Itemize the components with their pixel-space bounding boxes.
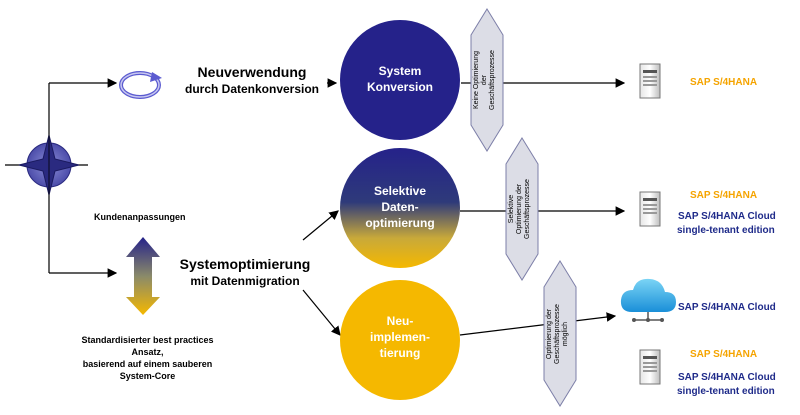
hex-optimierung-moeglich-text: Optimierung der Geschäftsprozesse möglic… xyxy=(546,279,574,389)
label-neuverwendung: Neuverwendung xyxy=(197,64,307,80)
standard-text-block: Standardisierter best practices Ansatz, … xyxy=(55,334,240,382)
label-systemoptimierung: Systemoptimierung xyxy=(179,256,311,272)
server-icon xyxy=(639,349,661,385)
label-mit-datenmigration: mit Datenmigration xyxy=(190,274,300,288)
cloud-icon xyxy=(620,278,676,322)
circle-selektive-datenoptimierung xyxy=(340,148,460,268)
hex-text-line: Geschäftsprozesse xyxy=(554,304,561,364)
compass-star-icon xyxy=(18,134,80,196)
circle-label-line: Neu- xyxy=(386,314,414,328)
circle-system-konversion-label: System Konversion xyxy=(350,63,450,95)
hex-keine-optimierung xyxy=(470,8,504,152)
target-sap-cloud-4: SAP S/4HANA Cloud xyxy=(678,372,776,383)
standard-text-line: basierend auf einem sauberen xyxy=(82,359,213,369)
target-sap-s4hana-2: SAP S/4HANA xyxy=(690,190,758,201)
hex-keine-optimierung-text: Keine Optimierung der Geschäftsprozesse xyxy=(473,25,501,135)
circle-label-line: System xyxy=(378,64,422,78)
label-durch-datenkonversion: durch Datenkonversion xyxy=(184,82,320,96)
target-sap-cloud-2: SAP S/4HANA Cloud xyxy=(678,211,776,222)
server-icon xyxy=(639,63,661,99)
hex-text-line: möglich xyxy=(562,321,569,347)
target-single-tenant-4: single-tenant edition xyxy=(677,386,775,397)
circle-neuimplementierung xyxy=(340,280,460,400)
circle-label-line: Konversion xyxy=(366,80,433,94)
label-kundenanpassungen: Kundenanpassungen xyxy=(94,212,186,222)
circle-label-line: tierung xyxy=(379,346,421,360)
target-sap-s4hana-4: SAP S/4HANA xyxy=(690,349,758,360)
hex-selektive-optimierung-text: Selektive Optimierung der Geschäftsproze… xyxy=(508,154,536,264)
hex-selektive-optimierung xyxy=(505,137,539,281)
hex-text-line: Geschäftsprozesse xyxy=(489,50,496,110)
hex-text-line: der xyxy=(481,74,488,86)
hex-text-line: Geschäftsprozesse xyxy=(524,179,531,239)
hex-text-line: Optimierung der xyxy=(516,183,523,235)
circle-label-line: implemen- xyxy=(369,330,430,344)
circle-selektive-label: Selektive Daten- optimierung xyxy=(350,183,450,231)
circle-neu-label: Neu- implemen- tierung xyxy=(350,313,450,361)
hex-text-line: Keine Optimierung xyxy=(473,51,480,109)
target-sap-cloud-3: SAP S/4HANA Cloud xyxy=(678,302,776,313)
server-icon xyxy=(639,191,661,227)
standard-text-line: System-Core xyxy=(119,371,176,381)
circle-label-line: Selektive xyxy=(373,184,427,198)
hex-text-line: Optimierung der xyxy=(546,308,553,360)
cycle-arrow-icon xyxy=(119,71,162,99)
standard-text-line: Ansatz, xyxy=(131,347,164,357)
hex-text-line: Selektive xyxy=(508,194,515,224)
circle-system-konversion xyxy=(340,20,460,140)
circle-label-line: Daten- xyxy=(381,200,419,214)
standard-text-line: Standardisierter best practices xyxy=(81,335,214,345)
target-sap-s4hana-1: SAP S/4HANA xyxy=(690,77,758,88)
hex-optimierung-moeglich xyxy=(543,260,577,407)
target-single-tenant-2: single-tenant edition xyxy=(677,225,775,236)
circle-label-line: optimierung xyxy=(365,216,435,230)
double-arrow-icon xyxy=(126,237,160,315)
